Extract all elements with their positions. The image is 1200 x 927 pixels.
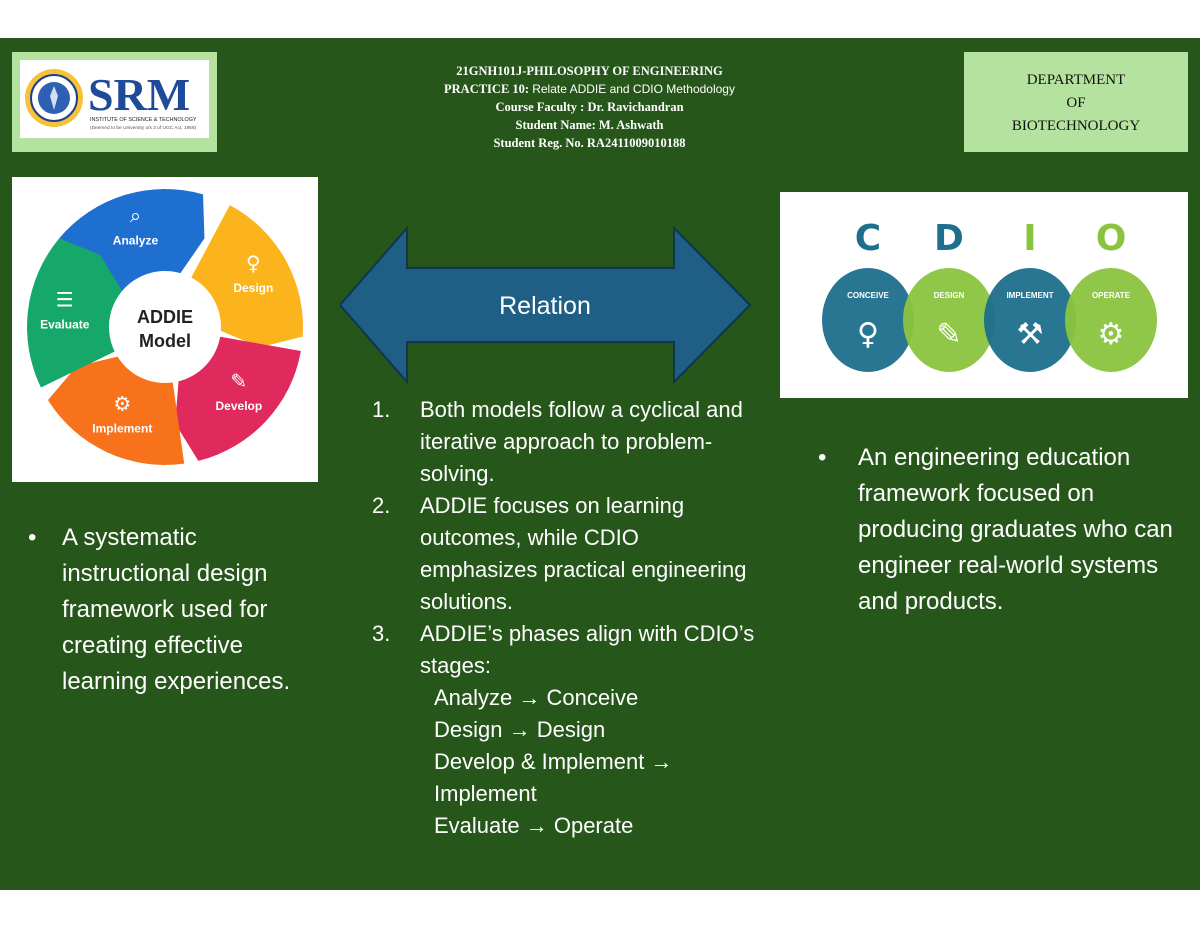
relation-label: Relation	[499, 292, 591, 320]
cdio-letter: D	[934, 218, 964, 259]
phase-icon: ☰	[56, 288, 74, 312]
addie-phase-label: Implement	[92, 422, 152, 436]
cdio-letter: O	[1096, 218, 1127, 259]
addie-phase-label: Develop	[216, 399, 263, 413]
cdio-stage-circle	[822, 268, 914, 372]
cdio-stage-label: IMPLEMENT	[1006, 291, 1053, 300]
addie-center-subtitle: Model	[139, 331, 191, 351]
cdio-stage-circle	[984, 268, 1076, 372]
phase-icon: ♀	[246, 251, 261, 275]
list-item: 1. Both models follow a cyclical and ite…	[372, 397, 743, 486]
cdio-stage-icon: ⚒	[1017, 317, 1044, 352]
logo-panel: SRM INSTITUTE OF SCIENCE & TECHNOLOGY (D…	[12, 52, 217, 152]
addie-center	[113, 275, 217, 379]
cdio-image: C CONCEIVE ♀ D DESIGN ✎ I IMPLEMENT ⚒ O OPERATE ⚙	[780, 192, 1188, 398]
phase-mapping: Evaluate → Operate	[434, 813, 634, 838]
cdio-stage-label: CONCEIVE	[847, 291, 889, 300]
addie-segment-develop	[175, 336, 301, 461]
cdio-stage-circle	[1065, 268, 1157, 372]
addie-phase-label: Analyze	[113, 233, 159, 247]
list-item: 3. ADDIE’s phases align with CDIO’s stag…	[372, 621, 755, 678]
phase-icon: ⚙	[113, 392, 131, 416]
phase-mapping: Analyze → Conceive	[434, 685, 639, 710]
cdio-stage-label: DESIGN	[934, 291, 965, 300]
srm-tagline: (Deemed to be University u/s 3 of UGC Ac…	[90, 125, 197, 131]
dept-line: DEPARTMENT	[1026, 72, 1126, 88]
cdio-stage-label: OPERATE	[1092, 291, 1131, 300]
addie-phase-label: Design	[233, 281, 273, 295]
srm-subtitle: INSTITUTE OF SCIENCE & TECHNOLOGY	[90, 117, 197, 123]
cdio-stage-circle	[903, 268, 995, 372]
addie-model-image: ⌕ Analyze ♀ Design ✎ Develop ⚙ Implement ☰ Evalua…	[12, 177, 318, 482]
student-name: Student Name: M. Ashwath	[515, 118, 664, 132]
cdio-letter: I	[1023, 218, 1036, 259]
cdio-letter: C	[855, 218, 881, 259]
phase-mapping: Design → Design	[434, 717, 606, 742]
header: 21GNH101J-PHILOSOPHY OF ENGINEERING PRAC…	[217, 52, 962, 152]
addie-segment-evaluate	[26, 238, 123, 388]
addie-segment-design	[191, 205, 303, 348]
relation-list: 1. Both models follow a cyclical and ite…	[372, 394, 762, 842]
addie-segment-implement	[47, 356, 185, 465]
department-panel: DEPARTMENT OF BIOTECHNOLOGY	[964, 52, 1188, 152]
phase-icon: ✎	[230, 369, 247, 393]
dept-line: BIOTECHNOLOGY	[1011, 118, 1141, 134]
srm-logo: SRM INSTITUTE OF SCIENCE & TECHNOLOGY (D…	[20, 60, 209, 138]
course-title: 21GNH101J-PHILOSOPHY OF ENGINEERING	[456, 64, 723, 78]
srm-wordmark: SRM	[88, 69, 190, 120]
addie-center-title: ADDIE	[137, 307, 193, 327]
phase-mapping: Develop & Implement → Implement	[434, 749, 673, 806]
cdio-stage-icon: ✎	[936, 317, 961, 352]
course-faculty: Course Faculty : Dr. Ravichandran	[495, 100, 684, 114]
cdio-description: • An engineering education framework foc…	[818, 440, 1178, 620]
cdio-stage-icon: ⚙	[1098, 317, 1125, 352]
practice-line: PRACTICE 10: Relate ADDIE and CDIO Metho…	[444, 82, 735, 96]
dept-line: OF	[1066, 95, 1086, 111]
cdio-stage-icon: ♀	[857, 317, 879, 352]
addie-phase-label: Evaluate	[40, 318, 90, 332]
list-item: 2. ADDIE focuses on learning outcomes, w…	[372, 493, 747, 614]
phase-icon: ⌕	[130, 203, 141, 227]
student-reg-no: Student Reg. No. RA2411009010188	[493, 136, 686, 150]
relation-arrow: Relation	[340, 226, 752, 384]
bullet-icon: •	[818, 444, 827, 471]
addie-description: • A systematic instructional design fram…	[28, 520, 318, 700]
bullet-icon: •	[28, 524, 37, 551]
